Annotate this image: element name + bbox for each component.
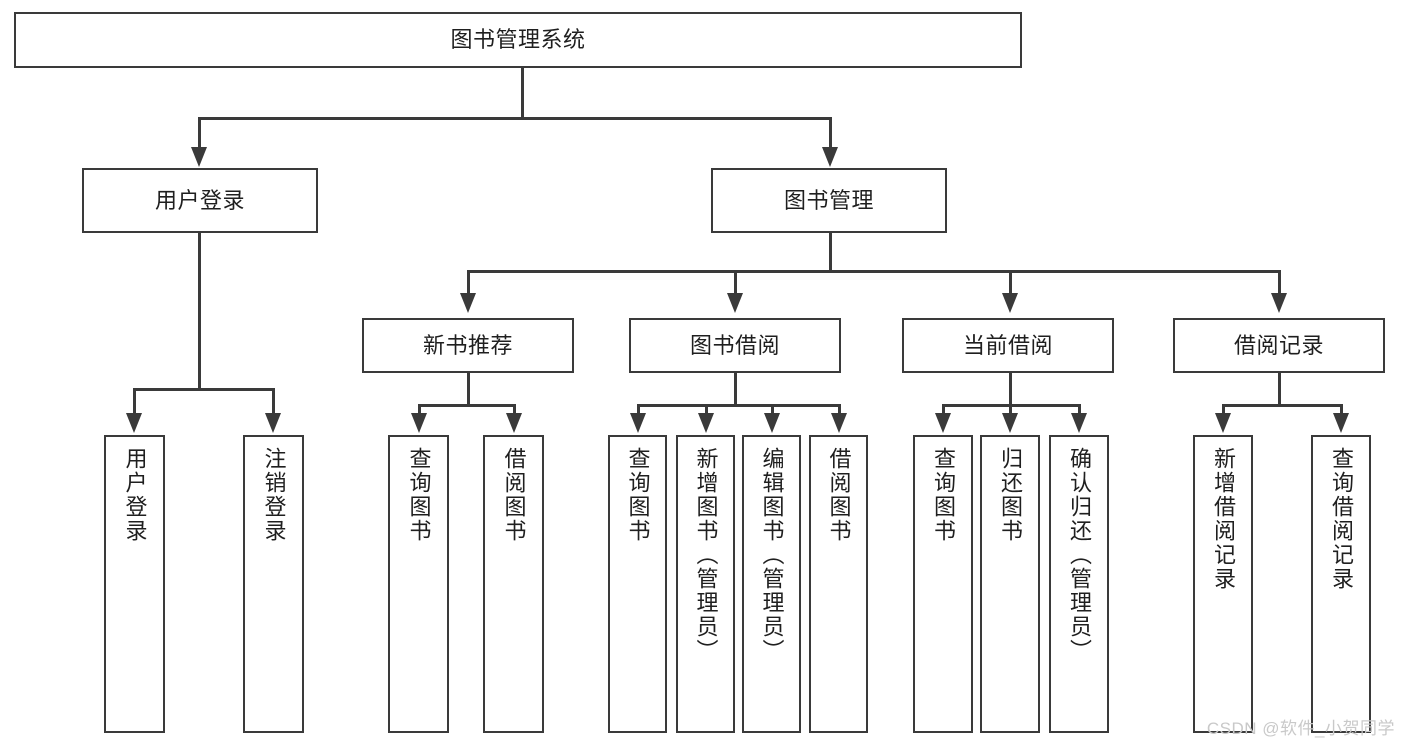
arrow-icon-to-bb-edit-book (764, 413, 780, 433)
arrow-icon-to-nbr-borrow-book (506, 413, 522, 433)
connector-user-login-drop (198, 233, 201, 390)
arrow-icon-to-cb-query-book (935, 413, 951, 433)
node-leaf-nbr-borrow-book[interactable]: 借阅图书 (483, 435, 544, 733)
node-label: 新书推荐 (422, 332, 513, 358)
node-label: 用户登录 (122, 447, 148, 543)
node-label: 确认归还（管理员） (1066, 447, 1092, 663)
arrow-icon-to-current-borrow (1002, 293, 1018, 313)
node-leaf-bb-borrow-book[interactable]: 借阅图书 (809, 435, 868, 733)
node-new-book-recommend[interactable]: 新书推荐 (362, 318, 574, 373)
connector-book-management-drop (829, 233, 832, 271)
connector-borrow-record-bus (1222, 404, 1342, 407)
connector-br-c1-drop (1222, 404, 1225, 415)
node-leaf-nbr-query-book[interactable]: 查询图书 (388, 435, 449, 733)
node-leaf-bb-query-book[interactable]: 查询图书 (608, 435, 667, 733)
arrow-icon-to-bb-borrow-book (831, 413, 847, 433)
node-leaf-cb-return-book[interactable]: 归还图书 (980, 435, 1040, 733)
node-leaf-cb-query-book[interactable]: 查询图书 (913, 435, 973, 733)
arrow-icon-to-bb-query-book (630, 413, 646, 433)
connector-level2-c3-drop (1009, 270, 1012, 295)
connector-level1-bus (198, 117, 831, 120)
connector-br-c2-drop (1340, 404, 1343, 415)
node-label: 查询图书 (625, 447, 651, 543)
node-book-management[interactable]: 图书管理 (711, 168, 947, 233)
node-leaf-user-login[interactable]: 用户登录 (104, 435, 165, 733)
node-leaf-cb-confirm-return-admin[interactable]: 确认归还（管理员） (1049, 435, 1109, 733)
connector-root-drop (521, 68, 524, 118)
node-label: 借阅记录 (1233, 332, 1324, 358)
connector-cb-c2-drop (1009, 404, 1012, 415)
arrow-icon-to-cb-return-book (1002, 413, 1018, 433)
arrow-icon-to-bb-add-book (698, 413, 714, 433)
connector-level2-c4-drop (1278, 270, 1281, 295)
arrow-icon-to-new-book-recommend (460, 293, 476, 313)
node-label: 归还图书 (997, 447, 1023, 543)
connector-new-book-recommend-drop (467, 373, 470, 406)
node-label: 查询图书 (406, 447, 432, 543)
connector-level2-c2-drop (734, 270, 737, 295)
node-leaf-logout-login[interactable]: 注销登录 (243, 435, 304, 733)
connector-current-borrow-drop (1009, 373, 1012, 406)
connector-user-login-bus (133, 388, 273, 391)
node-label: 用户登录 (154, 187, 245, 213)
node-user-login[interactable]: 用户登录 (82, 168, 318, 233)
connector-user-login-child2-drop (272, 388, 275, 415)
node-label: 借阅图书 (501, 447, 527, 543)
connector-borrow-record-drop (1278, 373, 1281, 406)
arrow-icon-to-br-query-record (1333, 413, 1349, 433)
connector-nbr-c1-drop (418, 404, 421, 415)
connector-bb-c2-drop (705, 404, 708, 415)
connector-level2-bus (467, 270, 1278, 273)
connector-bb-c1-drop (637, 404, 640, 415)
node-leaf-br-add-record[interactable]: 新增借阅记录 (1193, 435, 1253, 733)
node-label: 新增借阅记录 (1210, 447, 1236, 591)
node-label: 图书管理系统 (450, 27, 586, 53)
arrow-icon-to-book-management (822, 147, 838, 167)
node-label: 图书借阅 (689, 332, 780, 358)
connector-nbr-c2-drop (513, 404, 516, 415)
arrow-icon-to-book-borrow (727, 293, 743, 313)
arrow-icon-to-br-add-record (1215, 413, 1231, 433)
node-label: 注销登录 (261, 447, 287, 543)
node-label: 查询图书 (930, 447, 956, 543)
connector-level1-right-drop (829, 117, 832, 149)
node-borrow-record[interactable]: 借阅记录 (1173, 318, 1385, 373)
connector-bb-c3-drop (771, 404, 774, 415)
connector-book-borrow-bus (637, 404, 840, 407)
node-root-book-management-system[interactable]: 图书管理系统 (14, 12, 1022, 68)
node-label: 当前借阅 (962, 332, 1053, 358)
connector-book-borrow-drop (734, 373, 737, 406)
node-current-borrow[interactable]: 当前借阅 (902, 318, 1114, 373)
node-book-borrow[interactable]: 图书借阅 (629, 318, 841, 373)
arrow-icon-to-leaf-logout (265, 413, 281, 433)
connector-cb-c1-drop (942, 404, 945, 415)
node-label: 借阅图书 (826, 447, 852, 543)
node-label: 编辑图书（管理员） (759, 447, 785, 663)
node-leaf-bb-edit-book-admin[interactable]: 编辑图书（管理员） (742, 435, 801, 733)
arrow-icon-to-user-login (191, 147, 207, 167)
arrow-icon-to-cb-confirm-return (1071, 413, 1087, 433)
node-leaf-br-query-record[interactable]: 查询借阅记录 (1311, 435, 1371, 733)
connector-cb-c3-drop (1078, 404, 1081, 415)
node-leaf-bb-add-book-admin[interactable]: 新增图书（管理员） (676, 435, 735, 733)
connector-new-book-recommend-bus (418, 404, 516, 407)
connector-level1-left-drop (198, 117, 201, 149)
arrow-icon-to-borrow-record (1271, 293, 1287, 313)
node-label: 查询借阅记录 (1328, 447, 1354, 591)
connector-user-login-child1-drop (133, 388, 136, 415)
node-label: 图书管理 (783, 187, 874, 213)
arrow-icon-to-nbr-query-book (411, 413, 427, 433)
arrow-icon-to-leaf-user-login (126, 413, 142, 433)
csdn-watermark: CSDN @软件_小贺同学 (1206, 719, 1395, 738)
connector-level2-c1-drop (467, 270, 470, 295)
connector-bb-c4-drop (838, 404, 841, 415)
node-label: 新增图书（管理员） (693, 447, 719, 663)
